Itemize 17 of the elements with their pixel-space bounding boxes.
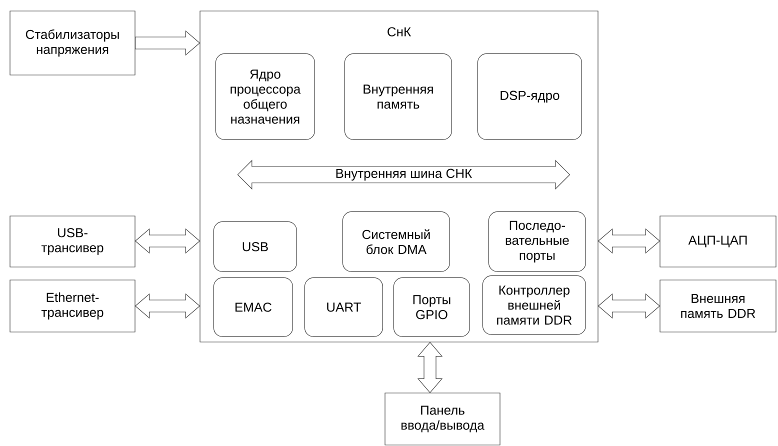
block-box: USB-трансивер [10,216,136,268]
block-box: Панель ввода/вывода [384,392,500,446]
block-box: Ethernet-трансивер [10,280,136,332]
module-box: Системный блок DMA [342,211,450,272]
module-box: EMAC [213,277,293,337]
block-box: Стабилизаторы напряжения [10,10,136,76]
module-box: Внутренняя память [344,53,452,140]
module-box: Ядро процессора общего назначения [215,53,315,140]
block-box: АЦП-ЦАП [660,216,776,268]
block-box: Внешняя память DDR [660,280,776,332]
block-arrow [135,30,200,56]
module-box: USB [213,221,297,272]
module-box: Порты GPIO [393,277,470,337]
module-box: DSP-ядро [477,53,582,140]
module-box: UART [304,277,383,337]
module-box: Последо- вательные порты [488,211,586,272]
module-box: Контроллер внешней памяти DDR [482,275,586,335]
